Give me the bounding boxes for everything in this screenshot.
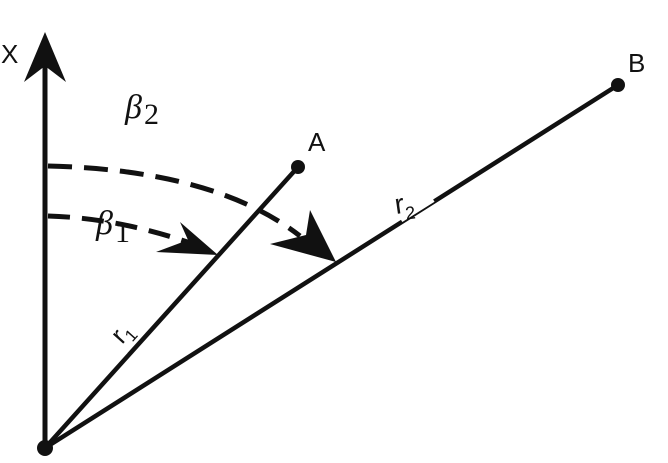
vector-r2-line bbox=[42, 82, 621, 451]
x-axis-label: X bbox=[1, 39, 18, 69]
angle-beta1-subscript: 1 bbox=[115, 216, 130, 249]
vector-r2-subscript: 2 bbox=[404, 202, 417, 223]
vector-r2-label-gap bbox=[387, 178, 435, 222]
angle-beta2-arc bbox=[47, 163, 302, 238]
angle-beta1-arc bbox=[47, 213, 197, 248]
angle-beta1-arrowhead-icon bbox=[156, 222, 218, 255]
angle-beta2-label: β2 bbox=[124, 89, 159, 131]
origin-dot bbox=[37, 440, 53, 456]
angle-beta2-subscript: 2 bbox=[144, 98, 159, 131]
point-b-label: B bbox=[628, 48, 645, 78]
vector-r2-label: r2 bbox=[393, 187, 417, 225]
angle-beta2-letter: β bbox=[124, 89, 142, 126]
point-a-label: A bbox=[308, 127, 326, 157]
point-a-dot bbox=[291, 160, 305, 174]
angle-beta2-arrowhead-icon bbox=[270, 210, 336, 262]
angle-beta1-letter: β bbox=[95, 205, 113, 242]
vector-r2-letter: r bbox=[393, 188, 407, 220]
angle-beta1-label: β1 bbox=[95, 205, 130, 249]
x-axis-arrowhead-icon bbox=[24, 32, 66, 82]
vector-r1-line bbox=[42, 164, 301, 451]
point-b-dot bbox=[611, 78, 625, 92]
